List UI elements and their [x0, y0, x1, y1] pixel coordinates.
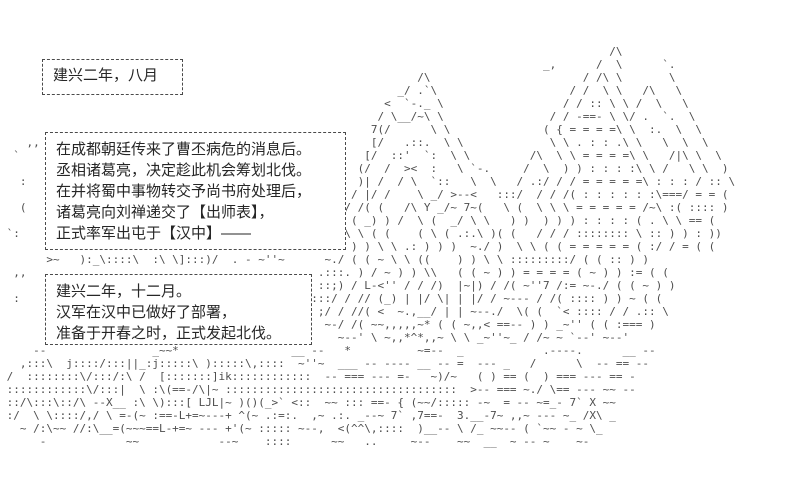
- caption-line: 丞相诸葛亮，决定趁此机会筹划北伐。: [56, 162, 312, 179]
- caption-line: 准备于开春之时，正式发起北伐。: [56, 325, 282, 342]
- caption-line: 在并将蜀中事物转交予尚书府处理后，: [56, 183, 312, 200]
- caption-line: 诸葛亮向刘禅递交了【出师表】，: [56, 204, 274, 221]
- caption-line: 汉军在汉中已做好了部署，: [56, 304, 237, 321]
- caption-line: 建兴二年，八月: [53, 67, 159, 84]
- caption-line: 建兴二年，十二月。: [56, 283, 192, 300]
- caption-box-date-december: 建兴二年，十二月。汉军在汉中已做好了部署， 准备于开春之时，正式发起北伐。: [45, 274, 312, 345]
- caption-box-date-august: 建兴二年，八月: [42, 59, 183, 95]
- caption-line: 正式率军出屯于【汉中】——: [56, 225, 252, 242]
- ascii-art-landscape: /\ _, / \ `. /\ / /\ \: [6, 45, 736, 448]
- caption-line: 在成都朝廷传来了曹丕病危的消息后。: [56, 141, 312, 158]
- caption-box-narration: 在成都朝廷传来了曹丕病危的消息后。丞相诸葛亮，决定趁此机会筹划北伐。在并将蜀中事…: [45, 132, 346, 250]
